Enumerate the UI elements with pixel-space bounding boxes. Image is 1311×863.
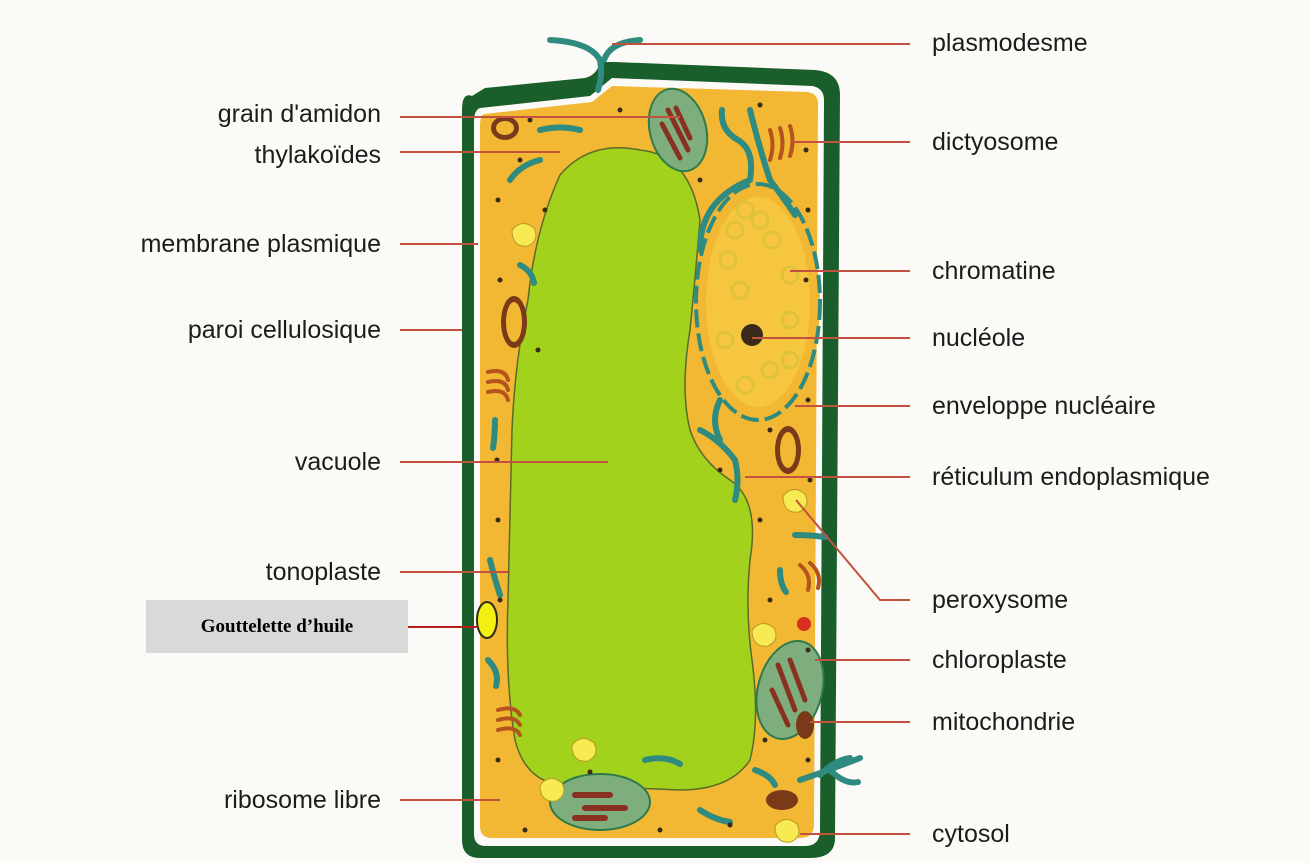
oil-droplet-shape (477, 602, 497, 638)
label-paroi-cellulosique: paroi cellulosique (188, 315, 381, 345)
nucleole-shape (741, 324, 763, 346)
label-peroxysome: peroxysome (932, 585, 1068, 615)
label-plasmodesme: plasmodesme (932, 28, 1088, 58)
label-chloroplaste: chloroplaste (932, 645, 1067, 675)
label-cytosol: cytosol (932, 819, 1010, 849)
label-thylakoides: thylakoïdes (255, 140, 381, 170)
label-vacuole: vacuole (295, 447, 381, 477)
oil-droplet-label-box: Gouttelette d’huile (146, 600, 408, 653)
label-chromatine: chromatine (932, 256, 1056, 286)
label-mitochondrie: mitochondrie (932, 707, 1075, 737)
chloroplast-bottom (550, 774, 650, 830)
label-nucleole: nucléole (932, 323, 1025, 353)
label-grain-amidon: grain d'amidon (218, 99, 381, 129)
nucleus (696, 184, 820, 420)
red-organelle (797, 617, 811, 631)
label-tonoplaste: tonoplaste (266, 557, 381, 587)
label-dictyosome: dictyosome (932, 127, 1058, 157)
label-reticulum: réticulum endoplasmique (932, 462, 1210, 492)
label-enveloppe-nucleaire: enveloppe nucléaire (932, 391, 1156, 421)
label-membrane-plasmique: membrane plasmique (141, 229, 381, 259)
label-gouttelette-huile: Gouttelette d’huile (201, 616, 354, 638)
label-ribosome-libre: ribosome libre (224, 785, 381, 815)
